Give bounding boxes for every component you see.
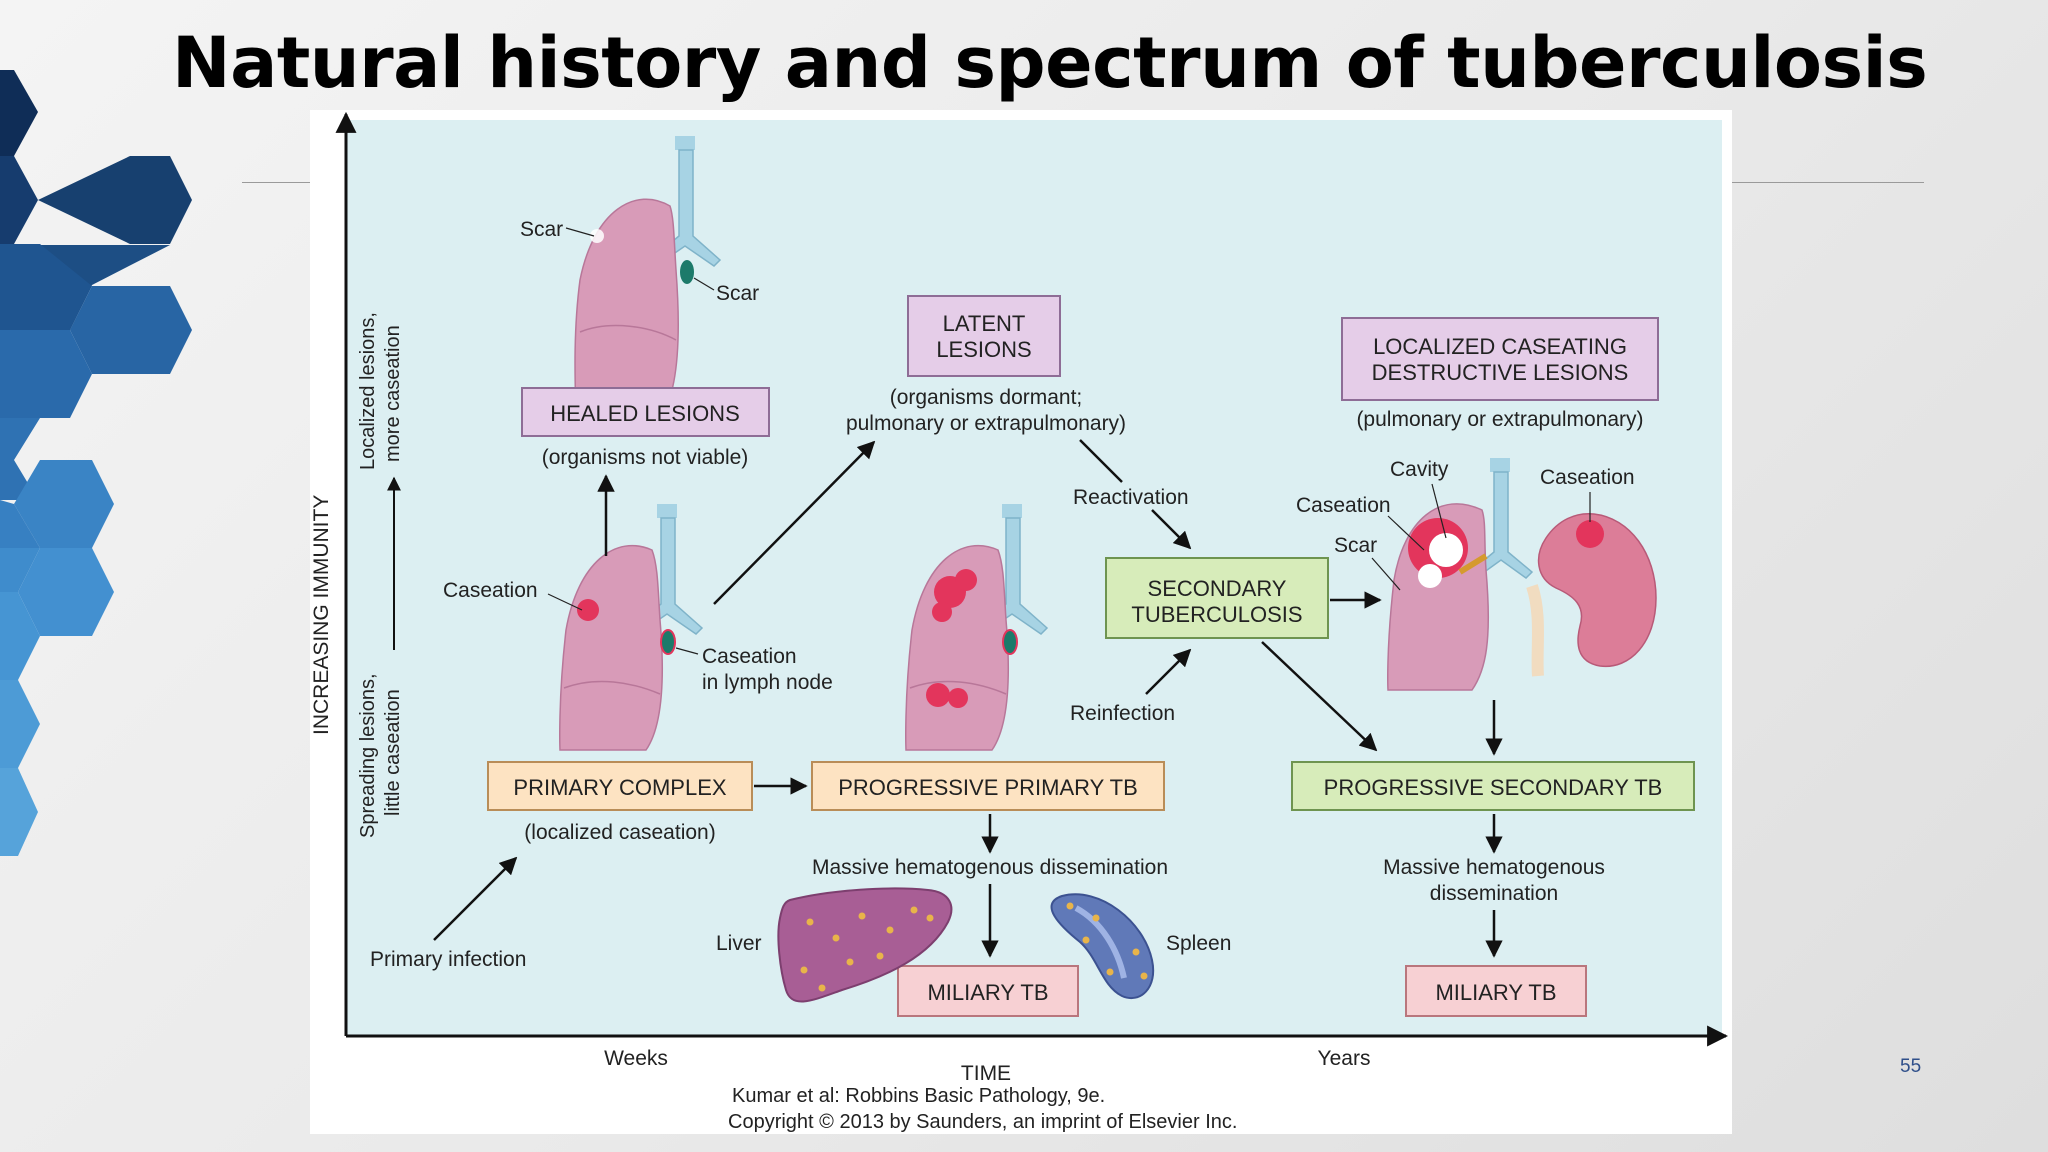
- spleen-label: Spleen: [1166, 932, 1231, 955]
- arrow-primary-infection: [433, 856, 518, 941]
- title-rule-right: [1732, 182, 1924, 183]
- arrow-latent-reactivation: [1079, 439, 1123, 483]
- miliary-right-box: [1405, 965, 1587, 1017]
- healed-note: (organisms not viable): [542, 446, 749, 469]
- caseation-node-label-1: Caseation: [702, 645, 797, 668]
- tb-spectrum-diagram: INCREASING IMMUNITY TIME Weeks Years Loc…: [310, 111, 1729, 1133]
- progressive-primary-lung: [905, 504, 1049, 751]
- hexagon-shape: [0, 244, 92, 330]
- hexagon-shape: [18, 548, 114, 636]
- caseation-node-leader: [675, 647, 699, 655]
- x-tick-weeks: Weeks: [604, 1047, 668, 1070]
- progressive-secondary-label: PROGRESSIVE SECONDARY TB: [1324, 775, 1663, 800]
- slide-title: Natural history and spectrum of tubercul…: [172, 22, 1928, 104]
- primary-complex-box: [487, 761, 753, 811]
- hexagon-shape: [0, 680, 40, 768]
- reactivation-label: Reactivation: [1073, 486, 1189, 509]
- cavity-leader: [1431, 483, 1447, 539]
- massive-left-label: Massive hematogenous dissemination: [812, 856, 1168, 879]
- hexagon-shape: [0, 330, 92, 418]
- massive-right-label-1: Massive hematogenous: [1383, 856, 1605, 879]
- localized-lesions-box: [1341, 317, 1659, 401]
- hexagon-shape: [0, 156, 38, 244]
- progressive-primary-box: [811, 761, 1165, 811]
- latent-label-2: LESIONS: [936, 337, 1031, 362]
- primary-infection-label: Primary infection: [370, 948, 526, 971]
- hexagon-shape: [0, 500, 40, 548]
- arrow-reinfection: [1145, 648, 1192, 695]
- diagram-panel: [346, 120, 1722, 1036]
- caseation-right-label: Caseation: [1296, 494, 1391, 517]
- liver-label: Liver: [716, 932, 762, 955]
- scar-top-leader: [565, 227, 595, 237]
- healed-lung: [574, 136, 722, 421]
- scar-right-leader: [1371, 557, 1401, 591]
- kidney: [1526, 512, 1657, 677]
- scar-top-label: Scar: [520, 218, 563, 241]
- primary-complex-label: PRIMARY COMPLEX: [513, 775, 726, 800]
- slide-number: 55: [1900, 1056, 1922, 1077]
- scar-right-label: Scar: [1334, 534, 1377, 557]
- caseation-kidney-label: Caseation: [1540, 466, 1635, 489]
- cavity-lung: [1387, 458, 1534, 691]
- secondary-tb-label-2: TUBERCULOSIS: [1131, 602, 1302, 627]
- x-axis-label: TIME: [961, 1062, 1011, 1085]
- localized-label-2: DESTRUCTIVE LESIONS: [1372, 360, 1629, 385]
- liver: [777, 887, 953, 1003]
- hexagon-shape: [0, 548, 40, 592]
- primary-note: (localized caseation): [524, 821, 715, 844]
- latent-note-2: pulmonary or extrapulmonary): [846, 412, 1126, 435]
- arrow-secondary-to-progressive: [1261, 641, 1378, 752]
- massive-right-label-2: dissemination: [1430, 882, 1558, 905]
- caseation-leader: [547, 593, 583, 611]
- progressive-secondary-box: [1291, 761, 1695, 811]
- credit-line-1: Kumar et al: Robbins Basic Pathology, 9e…: [732, 1085, 1105, 1107]
- scar-node-label: Scar: [716, 282, 759, 305]
- x-tick-years: Years: [1318, 1047, 1371, 1070]
- arrow-reactivation: [1151, 509, 1192, 550]
- caseation-label: Caseation: [443, 579, 538, 602]
- localized-label-1: LOCALIZED CASEATING: [1373, 334, 1627, 359]
- localized-note: (pulmonary or extrapulmonary): [1356, 408, 1643, 431]
- y-side-lower-2: little caseation: [382, 689, 404, 816]
- latent-label-1: LATENT: [943, 311, 1026, 336]
- hexagon-shape: [38, 156, 192, 244]
- y-side-lower-1: Spreading lesions,: [357, 673, 379, 838]
- healed-lesions-box: [521, 387, 770, 437]
- miliary-left-box: [897, 965, 1079, 1017]
- credit-line-2: Copyright © 2013 by Saunders, an imprint…: [728, 1111, 1237, 1133]
- y-axis-label: INCREASING IMMUNITY: [310, 495, 333, 735]
- healed-lesions-label: HEALED LESIONS: [550, 401, 740, 426]
- progressive-primary-label: PROGRESSIVE PRIMARY TB: [838, 775, 1138, 800]
- miliary-left-label: MILIARY TB: [927, 980, 1048, 1005]
- caseation-node-label-2: in lymph node: [702, 671, 833, 694]
- hexagon-shape: [0, 418, 40, 500]
- cavity-label: Cavity: [1390, 458, 1449, 481]
- reinfection-label: Reinfection: [1070, 702, 1175, 725]
- latent-note-1: (organisms dormant;: [890, 386, 1083, 409]
- hexagon-shape: [14, 460, 114, 548]
- hexagon-shape: [0, 70, 38, 156]
- hexagon-shape: [0, 768, 38, 856]
- secondary-tb-label-1: SECONDARY: [1148, 576, 1287, 601]
- y-side-upper-2: more caseation: [382, 325, 404, 462]
- hexagon-decoration: [0, 70, 192, 856]
- tuberculosis-figure: INCREASING IMMUNITY TIME Weeks Years Loc…: [310, 110, 1732, 1134]
- miliary-right-label: MILIARY TB: [1435, 980, 1556, 1005]
- y-side-upper-1: Localized lesions,: [357, 312, 379, 470]
- hexagon-shape: [0, 592, 40, 680]
- arrow-to-latent: [713, 440, 876, 605]
- primary-lung: [559, 504, 704, 751]
- secondary-tb-box: [1105, 557, 1329, 639]
- scar-node-leader: [693, 277, 715, 291]
- caseation-right-leader: [1387, 515, 1425, 551]
- title-rule-left: [242, 182, 312, 183]
- hexagon-shape: [70, 286, 192, 374]
- latent-lesions-box: [907, 295, 1061, 377]
- spleen: [1050, 893, 1155, 999]
